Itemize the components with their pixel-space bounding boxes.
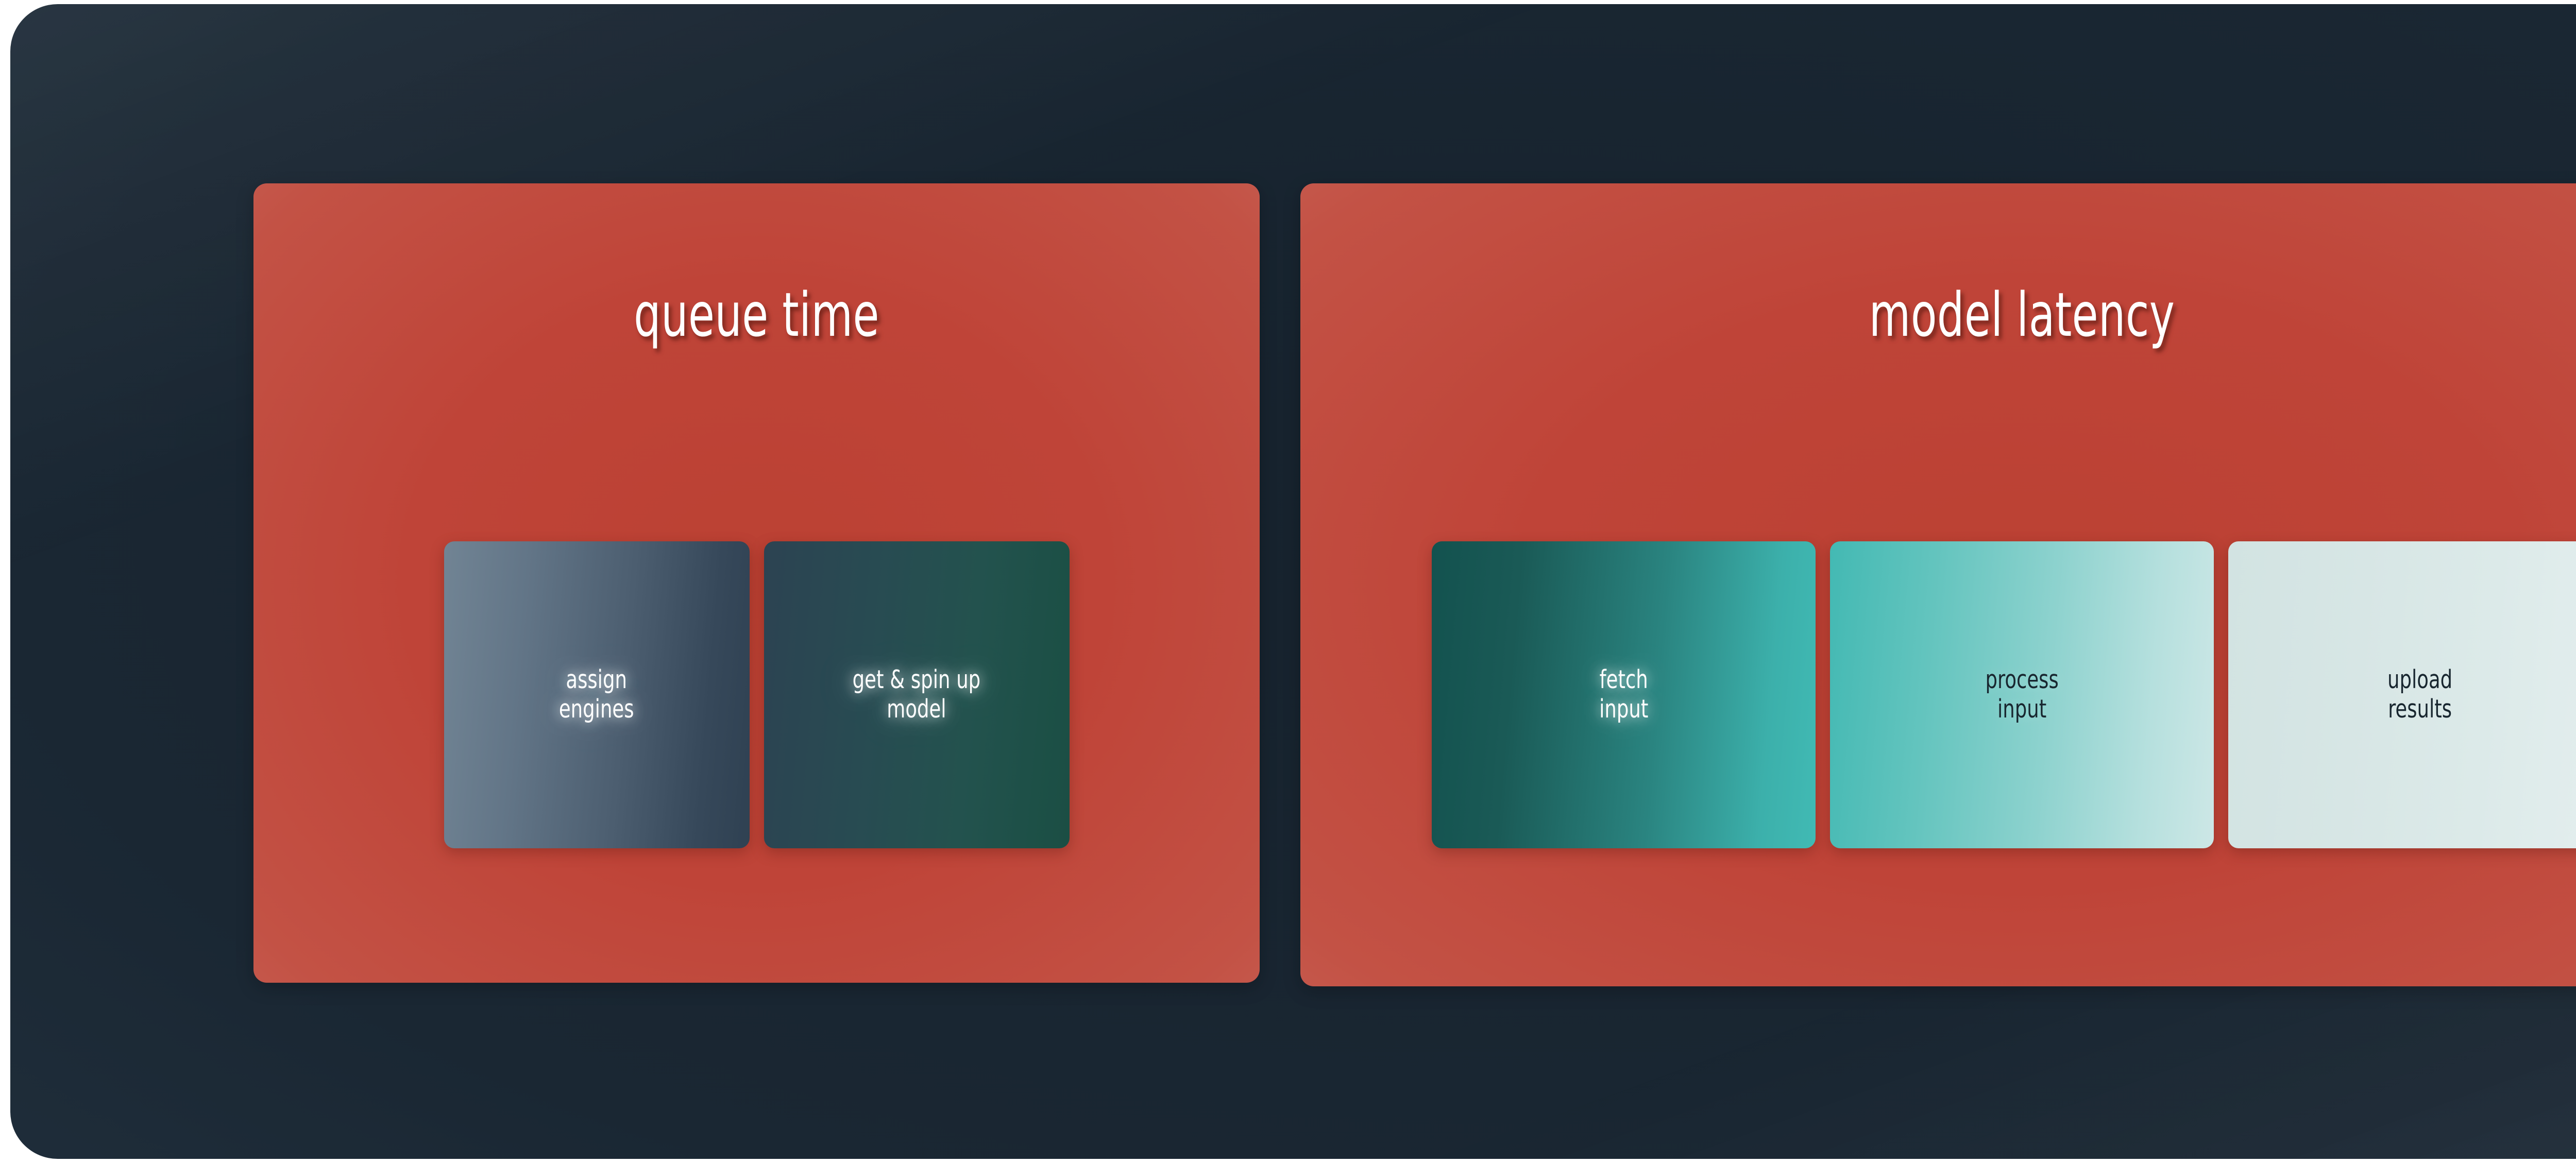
group-model-latency-steps: fetch input process input upload results bbox=[1300, 541, 2576, 848]
step-assign-engines[interactable]: assign engines bbox=[444, 541, 750, 848]
group-queue-time-steps: assign engines get & spin up model bbox=[253, 541, 1260, 848]
step-get-spin-up-model[interactable]: get & spin up model bbox=[764, 541, 1070, 848]
group-queue-time-title: queue time bbox=[634, 279, 879, 350]
group-container: queue time assign engines get & spin up … bbox=[10, 4, 2576, 1159]
diagram-frame: queue time assign engines get & spin up … bbox=[10, 4, 2576, 1159]
step-fetch-input[interactable]: fetch input bbox=[1432, 541, 1816, 848]
step-process-input[interactable]: process input bbox=[1830, 541, 2214, 848]
group-model-latency-title: model latency bbox=[1869, 279, 2175, 350]
step-upload-results[interactable]: upload results bbox=[2228, 541, 2576, 848]
step-process-input-label: process input bbox=[1985, 665, 2059, 724]
group-queue-time[interactable]: queue time assign engines get & spin up … bbox=[253, 183, 1260, 983]
group-queue-time-background bbox=[253, 183, 1260, 983]
step-assign-engines-label: assign engines bbox=[559, 665, 634, 724]
step-fetch-input-label: fetch input bbox=[1599, 665, 1649, 724]
step-upload-results-label: upload results bbox=[2387, 665, 2453, 724]
step-get-spin-up-model-label: get & spin up model bbox=[852, 665, 981, 724]
group-model-latency[interactable]: model latency fetch input process input … bbox=[1300, 183, 2576, 986]
